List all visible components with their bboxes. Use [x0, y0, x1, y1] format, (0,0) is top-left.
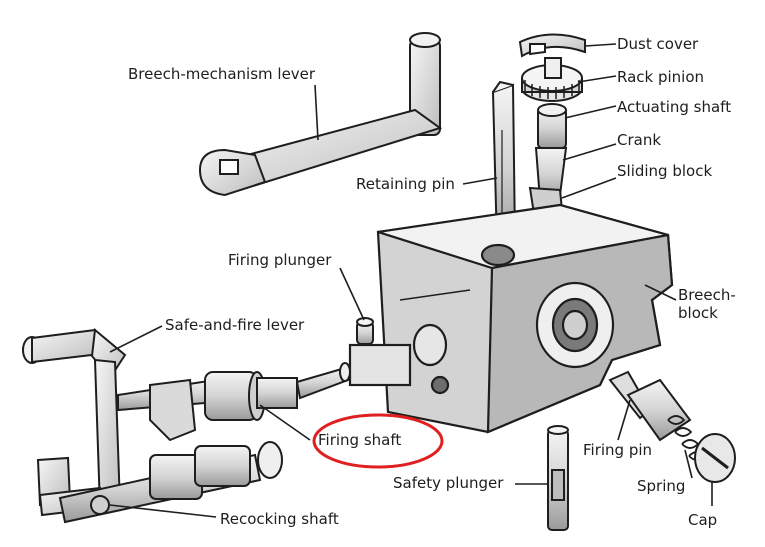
label-firing-shaft: Firing shaft [318, 431, 402, 449]
firing-pin-spring-cap-part [608, 370, 736, 483]
label-cap: Cap [688, 511, 718, 529]
firing-plunger-part [356, 317, 374, 345]
rack-pinion-part [521, 57, 583, 102]
dust-cover-part [518, 33, 586, 58]
label-breech-block: Breech- block [678, 286, 736, 322]
actuating-shaft-crank-part [528, 103, 568, 216]
label-dust-cover: Dust cover [617, 35, 699, 53]
label-retaining-pin: Retaining pin [356, 175, 455, 193]
safe-and-fire-lever-part [22, 328, 127, 517]
label-safe-and-fire-lever: Safe-and-fire lever [165, 316, 305, 334]
label-crank: Crank [617, 131, 662, 149]
label-firing-plunger: Firing plunger [228, 251, 332, 269]
leader-lines [109, 43, 713, 518]
breech-mechanism-lever-part [198, 32, 443, 197]
label-rack-pinion: Rack pinion [617, 68, 705, 86]
breech-block-part [348, 203, 674, 434]
label-actuating-shaft: Actuating shaft [617, 98, 732, 116]
label-firing-pin: Firing pin [583, 441, 653, 459]
label-sliding-block: Sliding block [617, 162, 713, 180]
highlight-ring [312, 413, 444, 469]
label-breech-mechanism-lever: Breech-mechanism lever [128, 65, 316, 83]
label-safety-plunger: Safety plunger [393, 474, 504, 492]
safety-plunger-part [547, 425, 569, 531]
firing-shaft-part [117, 362, 351, 442]
label-recocking-shaft: Recocking shaft [220, 510, 339, 528]
label-spring: Spring [637, 477, 686, 495]
